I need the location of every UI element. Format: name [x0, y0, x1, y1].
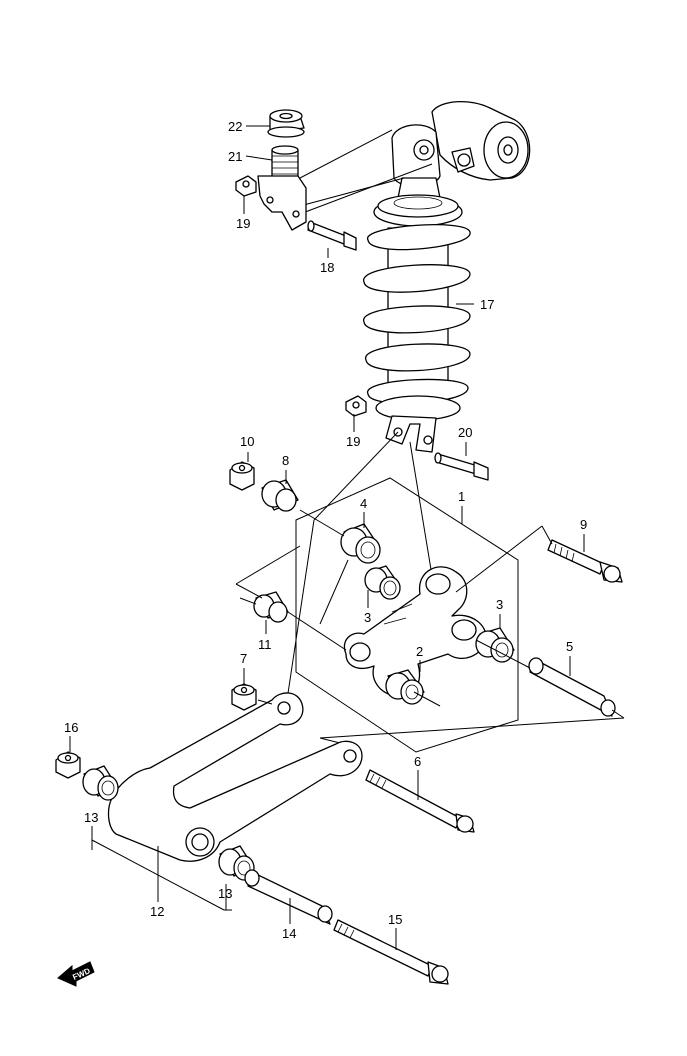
callout-21: 21: [228, 149, 242, 164]
callout-12: 12: [150, 904, 164, 919]
rear-shock-absorber: [363, 100, 531, 453]
bolt-20: [434, 452, 489, 481]
collar-8: [261, 479, 299, 512]
callout-11: 11: [258, 637, 272, 652]
nut-19-upper: [235, 175, 257, 197]
cushion-lever: [343, 566, 487, 698]
cushion-rod: [107, 692, 363, 862]
cushion-lever-group-box: [295, 477, 519, 753]
bolt-6: [365, 769, 475, 833]
callout-16: 16: [64, 720, 78, 735]
callout-15: 15: [388, 912, 402, 927]
callout-13-left: 13: [84, 810, 98, 825]
callout-10: 10: [240, 434, 254, 449]
callout-20: 20: [458, 425, 472, 440]
callout-18: 18: [320, 260, 334, 275]
bolt-18: [307, 220, 357, 251]
callout-3-upper: 3: [364, 610, 371, 625]
spacer-5: [528, 657, 616, 717]
callout-6: 6: [414, 754, 421, 769]
upper-mount-bracket: [257, 145, 307, 231]
callout-17: 17: [480, 297, 494, 312]
callout-13-right: 13: [218, 886, 232, 901]
callout-labels: 22 21 19 18 17 19 20 10 8 1 4 9 3 3 11 5…: [64, 119, 587, 941]
nut-7: [231, 683, 257, 711]
nut-10: [229, 461, 255, 491]
callout-19-upper: 19: [236, 216, 250, 231]
nut-16: [55, 751, 81, 779]
callout-7: 7: [240, 651, 247, 666]
leader-lines: [69, 125, 585, 950]
bearing-3-upper: [364, 565, 401, 600]
callout-5: 5: [566, 639, 573, 654]
callout-1: 1: [458, 489, 465, 504]
bearing-4: [340, 523, 381, 564]
callout-22: 22: [228, 119, 242, 134]
callout-2: 2: [416, 644, 423, 659]
nut-19-lower: [345, 395, 367, 417]
bearing-3-right: [475, 627, 515, 663]
flange-nut-22: [267, 109, 305, 138]
bearing-13-left: [82, 765, 119, 801]
callout-9: 9: [580, 517, 587, 532]
shock-reference-lines: [299, 129, 433, 215]
callout-8: 8: [282, 453, 289, 468]
bolt-9: [547, 539, 623, 583]
callout-4: 4: [360, 496, 367, 511]
callout-14: 14: [282, 926, 296, 941]
callout-19-lower: 19: [346, 434, 360, 449]
bolt-15: [333, 919, 449, 985]
spacer-14: [244, 869, 333, 925]
collar-11: [253, 591, 289, 623]
forward-direction-arrow: FWD: [57, 961, 95, 987]
fwd-label: FWD: [71, 966, 92, 982]
callout-3-right: 3: [496, 597, 503, 612]
